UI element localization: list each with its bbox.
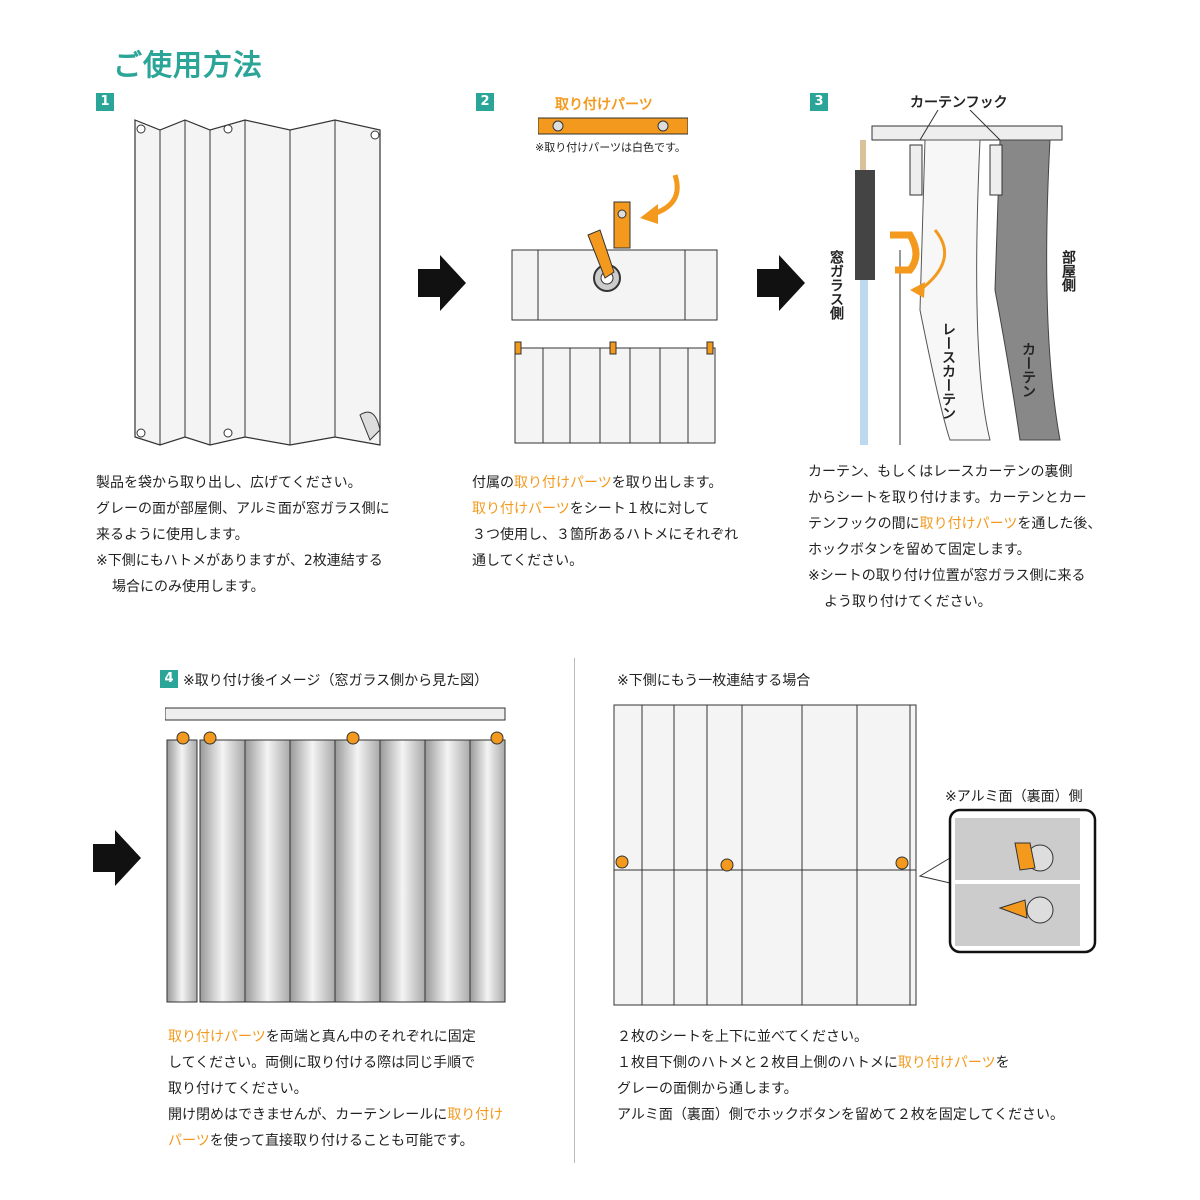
step4-caption: ※取り付け後イメージ（窓ガラス側から見た図） <box>183 673 489 689</box>
text-segment: を <box>995 1055 1010 1071</box>
curtain-hook-label: カーテンフック <box>910 95 1008 111</box>
text-line: 製品を袋から取り出し、広げてください。 <box>96 475 362 491</box>
step1-text: 製品を袋から取り出し、広げてください。 グレーの面が部屋側、アルミ面が窓ガラス側… <box>96 470 390 600</box>
connect-text: ２枚のシートを上下に並べてください。 １枚目下側のハトメと２枚目上側のハトメに取… <box>617 1024 1064 1128</box>
highlight-parts: 取り付けパーツ <box>472 501 570 517</box>
step-number-2: 2 <box>476 93 494 111</box>
highlight-parts: 取り付けパーツ <box>514 475 612 491</box>
highlight-parts: 取り付けパーツ <box>168 1029 266 1045</box>
arrow-right-icon <box>757 255 805 311</box>
text-line: ホックボタンを留めて固定します。 <box>808 542 1031 558</box>
text-line: 場合にのみ使用します。 <box>112 579 265 595</box>
text-segment: １枚目下側のハトメと２枚目上側のハトメに <box>617 1055 898 1071</box>
highlight-parts: パーツ <box>168 1133 210 1149</box>
lace-curtain-label: レースカーテン <box>940 322 956 420</box>
highlight-parts: 取り付けパーツ <box>897 1055 996 1071</box>
text-line: アルミ面（裏面）側でホックボタンを留めて２枚を固定してください。 <box>617 1107 1065 1123</box>
step2-text: 付属の取り付けパーツを取り出します。 取り付けパーツをシート１枚に対して ３つ使… <box>472 470 738 574</box>
page-title: ご使用方法 <box>113 48 264 82</box>
divider <box>574 658 575 1163</box>
text-line: ２枚のシートを上下に並べてください。 <box>617 1029 869 1045</box>
text-segment: をシート１枚に対して <box>569 501 710 517</box>
step-number-1: 1 <box>96 93 114 111</box>
window-side-label: 窓ガラス側 <box>828 250 844 320</box>
text-line: ※下側にもハトメがありますが、2枚連結する <box>96 553 383 569</box>
text-line: からシートを取り付けます。カーテンとカー <box>808 490 1087 506</box>
text-line: ３つ使用し、３箇所あるハトメにそれぞれ <box>472 527 739 543</box>
text-line: してください。両側に取り付ける際は同じ手順で <box>168 1055 476 1071</box>
step1-sheet-illustration <box>134 119 381 446</box>
room-side-label: 部屋側 <box>1060 250 1076 292</box>
parts-label: 取り付けパーツ <box>555 97 653 113</box>
text-segment: を両端と真ん中のそれぞれに固定 <box>265 1029 476 1045</box>
arrow-right-icon <box>93 830 141 886</box>
parts-note: ※取り付けパーツは白色です。 <box>535 141 686 154</box>
text-segment: テンフックの間に <box>808 516 920 532</box>
text-segment: を通した後、 <box>1017 516 1102 532</box>
attachment-part-illustration <box>538 117 688 135</box>
aluminum-side-detail-illustration <box>918 808 1097 954</box>
step3-text: カーテン、もしくはレースカーテンの裏側 からシートを取り付けます。カーテンとカー… <box>808 459 1101 615</box>
text-segment: 開け閉めはできませんが、カーテンレールに <box>168 1107 448 1123</box>
text-line: 通してください。 <box>472 553 584 569</box>
step3-illustration <box>855 110 1063 445</box>
text-line: カーテン、もしくはレースカーテンの裏側 <box>808 464 1073 480</box>
step2-illustration <box>511 174 718 444</box>
curtain-label: カーテン <box>1020 342 1036 398</box>
arrow-right-icon <box>418 255 466 311</box>
aluminum-side-label: ※アルミ面（裏面）側 <box>945 789 1083 805</box>
text-segment: を取り出します。 <box>611 475 723 491</box>
connect-caption: ※下側にもう一枚連結する場合 <box>617 673 811 689</box>
text-line: ※シートの取り付け位置が窓ガラス側に来る <box>808 568 1086 584</box>
text-line: よう取り付けてください。 <box>824 594 992 610</box>
text-line: グレーの面が部屋側、アルミ面が窓ガラス側に <box>96 501 390 517</box>
step-number-4: 4 <box>160 670 178 688</box>
step4-illustration <box>165 707 506 1003</box>
text-segment: を使って直接取り付けることも可能です。 <box>209 1133 474 1149</box>
connect-illustration <box>613 704 917 1006</box>
highlight-parts: 取り付けパーツ <box>919 516 1018 532</box>
text-segment: 付属の <box>472 475 514 491</box>
text-line: 取り付けてください。 <box>168 1081 308 1097</box>
step-number-3: 3 <box>810 93 828 111</box>
highlight-parts: 取り付け <box>447 1107 504 1123</box>
text-line: 来るように使用します。 <box>96 527 249 543</box>
text-line: グレーの面側から通します。 <box>617 1081 798 1097</box>
step4-text: 取り付けパーツを両端と真ん中のそれぞれに固定 してください。両側に取り付ける際は… <box>168 1024 503 1154</box>
